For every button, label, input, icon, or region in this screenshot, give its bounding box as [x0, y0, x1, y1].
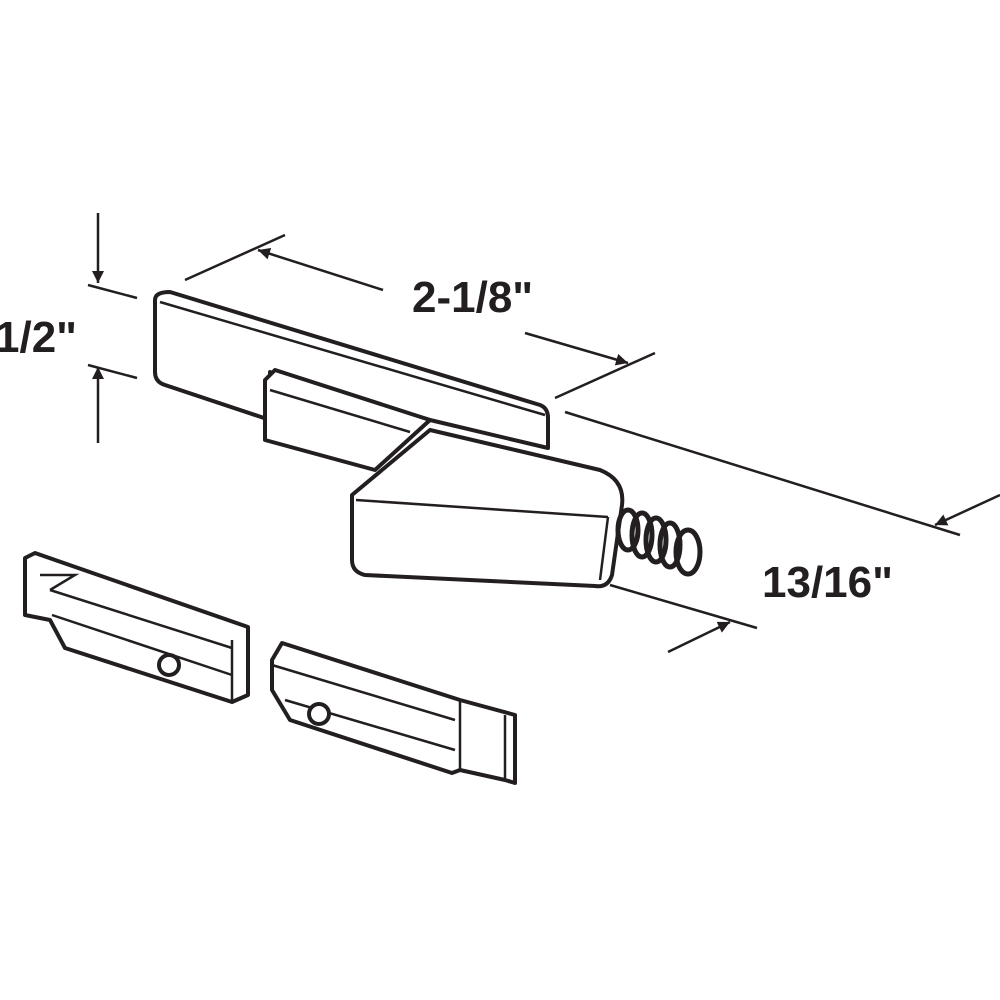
- depth-dimension-label: 13/16": [762, 558, 893, 607]
- strike-plate-left: [23, 551, 250, 704]
- length-dimension-label: 2-1/8": [412, 273, 533, 322]
- latch-body: [153, 290, 625, 589]
- spring: [615, 507, 703, 577]
- strike-plate-right: [270, 641, 517, 785]
- dimension-lines: [87, 213, 1000, 654]
- screw-hole: [157, 653, 181, 677]
- screw-hole: [307, 702, 331, 726]
- height-dimension-label: 1/2": [0, 313, 77, 362]
